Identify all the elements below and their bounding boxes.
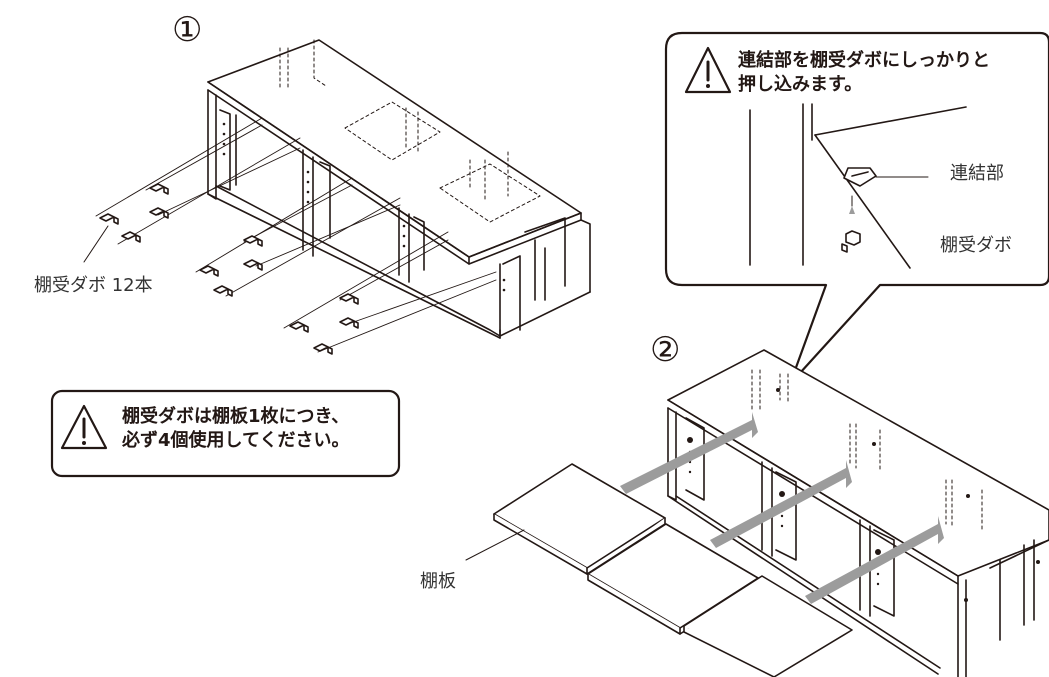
warning-left-line1: 棚受ダボは棚板1枚につき、 xyxy=(122,406,350,427)
step2-number: ② xyxy=(650,330,681,370)
warning-left-line2: 必ず4個使用してください。 xyxy=(122,430,350,451)
detail-callout xyxy=(664,31,1049,386)
connector-label: 連結部 xyxy=(950,163,1004,184)
step2-cabinet xyxy=(667,349,1049,677)
shelf-boards xyxy=(493,463,853,677)
callout-line2: 押し込みます。 xyxy=(738,74,863,95)
warning-box-left xyxy=(50,389,401,478)
step1-cabinet xyxy=(83,39,591,355)
dowel-pins xyxy=(99,183,359,355)
callout-line1: 連結部を棚受ダボにしっかりと xyxy=(738,50,990,71)
dowel-count-label: 棚受ダボ 12本 xyxy=(34,275,153,296)
callout-dowel-label: 棚受ダボ xyxy=(940,235,1012,256)
insertion-arrows xyxy=(620,412,944,604)
step1-number: ① xyxy=(172,10,203,50)
shelf-board-label: 棚板 xyxy=(420,571,456,592)
